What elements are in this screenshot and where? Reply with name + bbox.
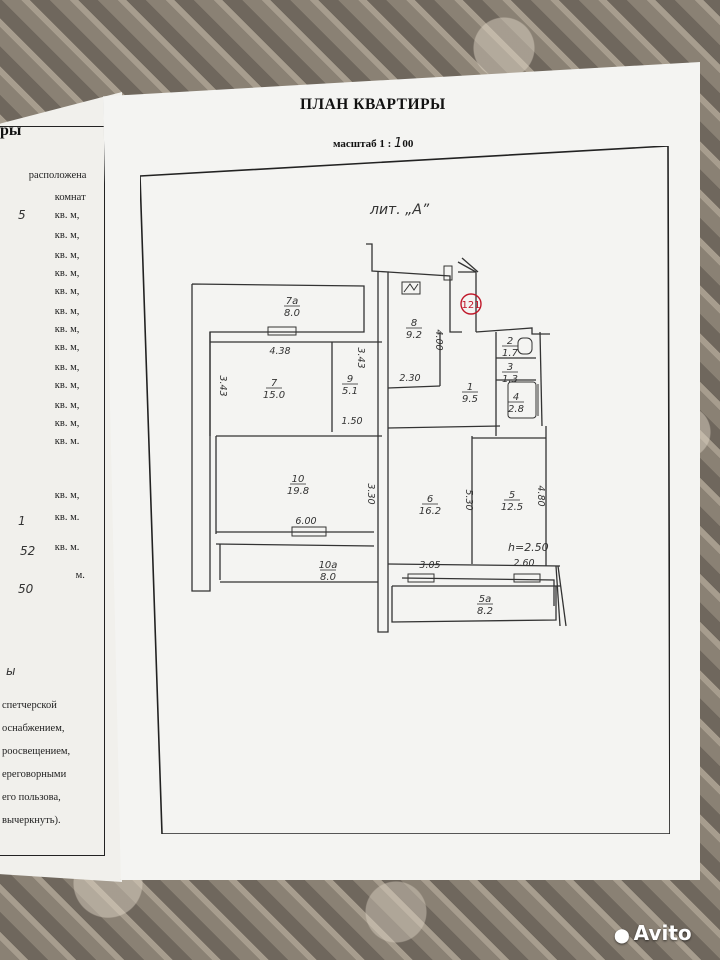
scale-label: масштаб 1 : 100 <box>333 136 413 151</box>
left-page-handwriting: 52 <box>20 544 36 558</box>
room-area: 16.2 <box>419 506 441 517</box>
room-area: 9.5 <box>462 394 478 405</box>
room-number: 5 <box>509 490 515 501</box>
room-number: 4 <box>513 392 519 403</box>
room-area: 5.1 <box>342 386 358 397</box>
dimension-label: 3.43 <box>217 375 228 396</box>
room-area: 19.8 <box>287 486 309 497</box>
scale-hand-value: 1 <box>394 136 403 151</box>
scale-print-value: 00 <box>402 138 414 150</box>
left-page-footer-line: вычеркнуть). <box>2 815 61 826</box>
left-page-line: кв. м, <box>54 306 80 317</box>
left-page-footer-line: роосвещением, <box>2 746 71 757</box>
room-number: 9 <box>347 374 353 385</box>
frame-border <box>140 146 670 834</box>
left-page-line: кв. м, <box>54 210 80 221</box>
left-page-footer-line: его пользова, <box>2 792 61 803</box>
room-area: 15.0 <box>263 390 285 401</box>
room-number: 10 <box>292 474 305 485</box>
room-area: 1.3 <box>502 374 518 385</box>
left-page-footer-line: оснабжением, <box>2 723 65 734</box>
page-title: ПЛАН КВАРТИРЫ <box>300 96 446 113</box>
room-number: 3 <box>507 362 513 373</box>
dimension-label: 5.30 <box>463 489 474 510</box>
left-page-title: ры <box>0 122 22 139</box>
left-page-line: кв. м. <box>54 512 80 523</box>
avito-dots-icon: ⬤ <box>614 928 630 944</box>
dimension-label: 3.05 <box>419 560 440 571</box>
stamp-text: 121 <box>461 300 480 311</box>
dimension-label: 2.60 <box>513 558 534 569</box>
left-page-line: кв. м, <box>54 250 80 261</box>
dimension-label: 3.30 <box>365 483 376 504</box>
wall-central <box>366 243 389 633</box>
stamp-circle <box>460 293 482 315</box>
dimension-label: 2.30 <box>399 373 420 384</box>
dimension-label: 1.50 <box>341 416 362 427</box>
room-area: 8.0 <box>284 308 300 319</box>
left-page-line: кв. м. <box>54 436 80 447</box>
left-page-line: кв. м, <box>54 490 80 501</box>
room-number: 5а <box>479 594 492 605</box>
room-number: 2 <box>507 336 513 347</box>
dimension-labels: 4.38 3.43 3.43 1.50 4.00 2.30 3.30 6.00 5.30 4.80… <box>217 329 546 571</box>
left-page-line: кв. м, <box>54 324 80 335</box>
vent-icon <box>401 281 421 295</box>
ceiling-height: h=2.50 <box>508 541 549 554</box>
left-page-line: комнат <box>54 192 86 203</box>
room-number: 6 <box>427 494 433 505</box>
room-number: 1 <box>467 382 473 393</box>
left-page-handwriting: 1 <box>18 514 26 528</box>
left-page-line: кв. м, <box>54 400 80 411</box>
wall-1-6 <box>387 425 501 429</box>
left-page-line: кв. м. <box>54 542 80 553</box>
left-page-frame <box>0 126 105 856</box>
room-number: 7 <box>271 378 278 389</box>
avito-watermark: ⬤Avito <box>614 921 692 945</box>
left-page-handwriting: 50 <box>18 582 34 596</box>
toilet-icon <box>517 337 533 355</box>
left-page-line: расположена <box>28 170 87 181</box>
room-number: 7а <box>286 296 299 307</box>
left-page-line: кв. м, <box>54 418 80 429</box>
room-area: 1.7 <box>502 348 519 359</box>
dimension-label: 4.00 <box>433 329 444 350</box>
room-area: 8.2 <box>477 606 493 617</box>
room-area: 9.2 <box>406 330 422 341</box>
left-page-handwriting: 5 <box>18 208 26 222</box>
liter-label: лит. „А” <box>369 202 430 218</box>
room-area: 8.0 <box>320 572 336 583</box>
room-area: 2.8 <box>508 404 524 415</box>
room-number: 10а <box>319 560 338 571</box>
left-page-line: кв. м, <box>54 342 80 353</box>
dimension-label: 4.38 <box>269 346 290 357</box>
left-page-line: м. <box>75 570 85 581</box>
room-area: 12.5 <box>501 502 523 513</box>
room-labels: 7а8.0715.095.189.219.521.731.342.81019.8… <box>263 296 524 617</box>
dimension-label: 6.00 <box>295 516 316 527</box>
left-page-footer-line: ереговорными <box>2 769 67 780</box>
room-number: 8 <box>411 318 417 329</box>
left-page: ры расположена комнат кв. м, кв. м, кв. м, кв… <box>0 92 122 882</box>
floor-plan: 121 лит. „А” 7а8.0715.095.189.219.521.73… <box>140 146 670 834</box>
bathtub-icon <box>507 381 537 419</box>
left-page-line: кв. м, <box>54 362 80 373</box>
dimension-label: 4.80 <box>535 485 546 506</box>
left-page-line: кв. м, <box>54 230 80 241</box>
left-page-line: кв. м, <box>54 380 80 391</box>
left-page-footer-line: спетчерской <box>2 700 57 711</box>
left-page-line: кв. м, <box>54 268 80 279</box>
plan-page <box>103 62 700 880</box>
scale-text: масштаб 1 : <box>333 138 392 150</box>
left-page-line: кв. м, <box>54 286 80 297</box>
dimension-label: 3.43 <box>355 347 366 368</box>
door-marks <box>267 265 541 583</box>
left-page-handwriting: ы <box>6 664 16 678</box>
